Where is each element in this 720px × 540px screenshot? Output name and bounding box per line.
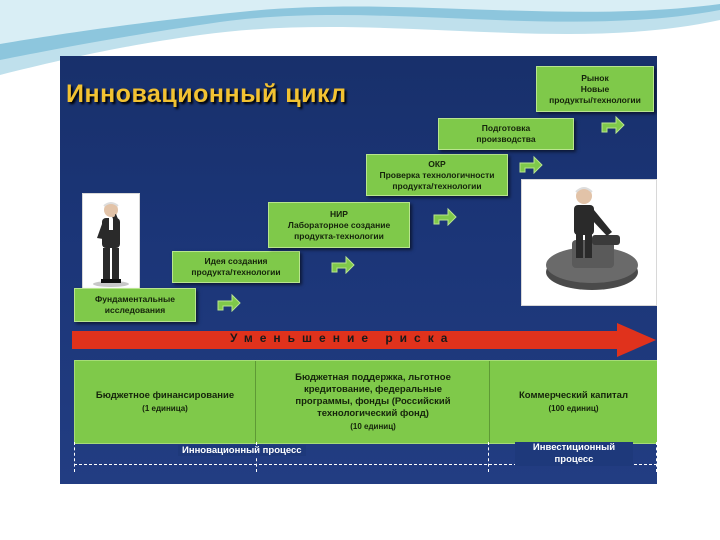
- diagram-title: Инновационный цикл: [66, 80, 347, 109]
- step-arrow-5-icon: [600, 112, 626, 134]
- scientist-figure-frame: [82, 193, 140, 290]
- process-tick-split: [488, 442, 490, 472]
- innovation-process-label: Инновационный процесс: [178, 445, 306, 456]
- step-arrow-2-icon: [330, 252, 356, 274]
- innovation-cycle-diagram: Инновационный цикл: [60, 56, 657, 484]
- process-tick-start: [74, 442, 76, 472]
- funding-budget: Бюджетное финансирование (1 единица): [75, 361, 255, 443]
- funding-divider-1: [255, 361, 256, 443]
- funding-sources-band: Бюджетное финансирование (1 единица) Бюд…: [74, 360, 657, 444]
- risk-reduction-label: Уменьшение риска: [230, 331, 454, 345]
- step-arrow-3-icon: [432, 204, 458, 226]
- worker-figure-frame: [521, 179, 657, 306]
- funding-support: Бюджетная поддержка, льготное кредитован…: [259, 361, 487, 443]
- scientist-figure-icon: [83, 194, 139, 289]
- process-tick-end: [656, 442, 657, 472]
- investment-process-label: Инвестиционный процесс: [515, 442, 633, 466]
- step-arrow-4-icon: [518, 152, 544, 174]
- funding-commercial: Коммерческий капитал (100 единиц): [489, 361, 657, 443]
- step-arrow-1-icon: [216, 290, 242, 312]
- worker-machine-icon: [522, 180, 656, 305]
